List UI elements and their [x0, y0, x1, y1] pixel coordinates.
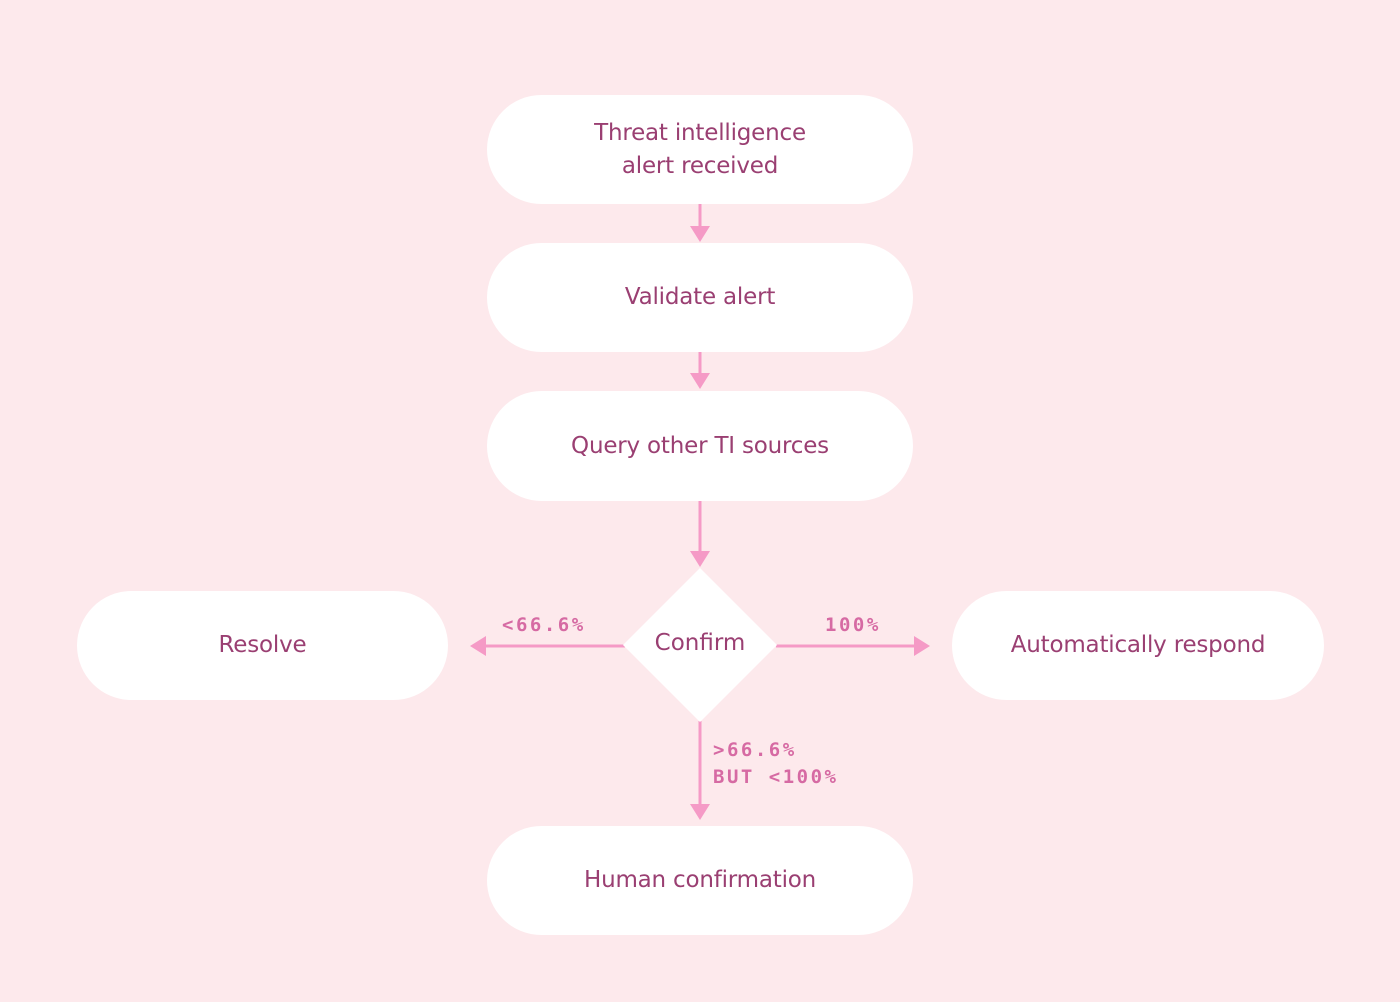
confirm-decision-diamond: [623, 568, 777, 722]
edge-label-low-confidence: <66.6%: [502, 614, 586, 636]
node-resolve: Resolve: [77, 591, 448, 700]
arrowhead-down: [690, 373, 710, 389]
arrowhead-left: [470, 636, 486, 656]
node-resolve-label: Resolve: [218, 632, 307, 658]
arrowhead-down: [690, 551, 710, 567]
node-query-ti-sources: Query other TI sources: [487, 391, 913, 501]
confirm-decision-label: Confirm: [654, 630, 746, 656]
arrowhead-right: [914, 636, 930, 656]
arrowhead-down: [690, 226, 710, 242]
node-validate-alert-label: Validate alert: [624, 284, 776, 310]
node-threat-alert-received: Threat intelligence alert received: [487, 95, 913, 204]
node-validate-alert: Validate alert: [487, 243, 913, 352]
node-automatically-respond-label: Automatically respond: [1010, 632, 1266, 658]
node-query-ti-sources-label: Query other TI sources: [571, 432, 829, 459]
node-automatically-respond: Automatically respond: [952, 591, 1324, 700]
node-human-confirmation: Human confirmation: [487, 826, 913, 935]
node-human-confirmation-label: Human confirmation: [583, 867, 817, 893]
edge-label-mid-confidence: >66.6% BUT <100%: [713, 739, 839, 788]
edge-label-full-confidence: 100%: [825, 614, 881, 636]
node-threat-alert-label: Threat intelligence alert received: [594, 119, 806, 179]
arrowhead-down: [690, 804, 710, 820]
